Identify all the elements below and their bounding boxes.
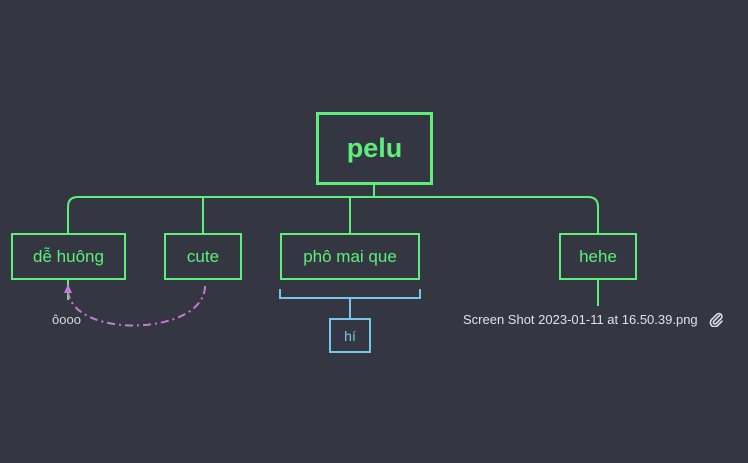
topic-label: phô mai que xyxy=(303,246,397,266)
relationship-line xyxy=(67,285,206,327)
topic-label: hehe xyxy=(579,246,617,266)
root-topic-label: pelu xyxy=(346,133,403,163)
topic-cute[interactable]: cute xyxy=(164,233,242,280)
topic-de-huong[interactable]: dễ huông xyxy=(11,233,126,280)
connector-branch-bar xyxy=(67,196,599,233)
attachment-filename: Screen Shot 2023-01-11 at 16.50.39.png xyxy=(463,311,698,327)
summary-bracket xyxy=(279,289,421,318)
topic-pho-mai-que[interactable]: phô mai que xyxy=(280,233,420,280)
relationship-label[interactable]: ôooo xyxy=(52,312,81,327)
summary-label: hí xyxy=(344,327,356,344)
attachment-file[interactable]: Screen Shot 2023-01-11 at 16.50.39.png xyxy=(463,311,724,327)
topic-label: dễ huông xyxy=(33,246,104,266)
topic-hehe[interactable]: hehe xyxy=(559,233,637,280)
paperclip-icon[interactable] xyxy=(708,311,724,327)
topic-label: cute xyxy=(186,246,220,266)
summary-topic-hi[interactable]: hí xyxy=(329,318,371,353)
root-topic-pelu[interactable]: pelu xyxy=(316,112,433,185)
relationship-arrowhead xyxy=(64,284,72,293)
